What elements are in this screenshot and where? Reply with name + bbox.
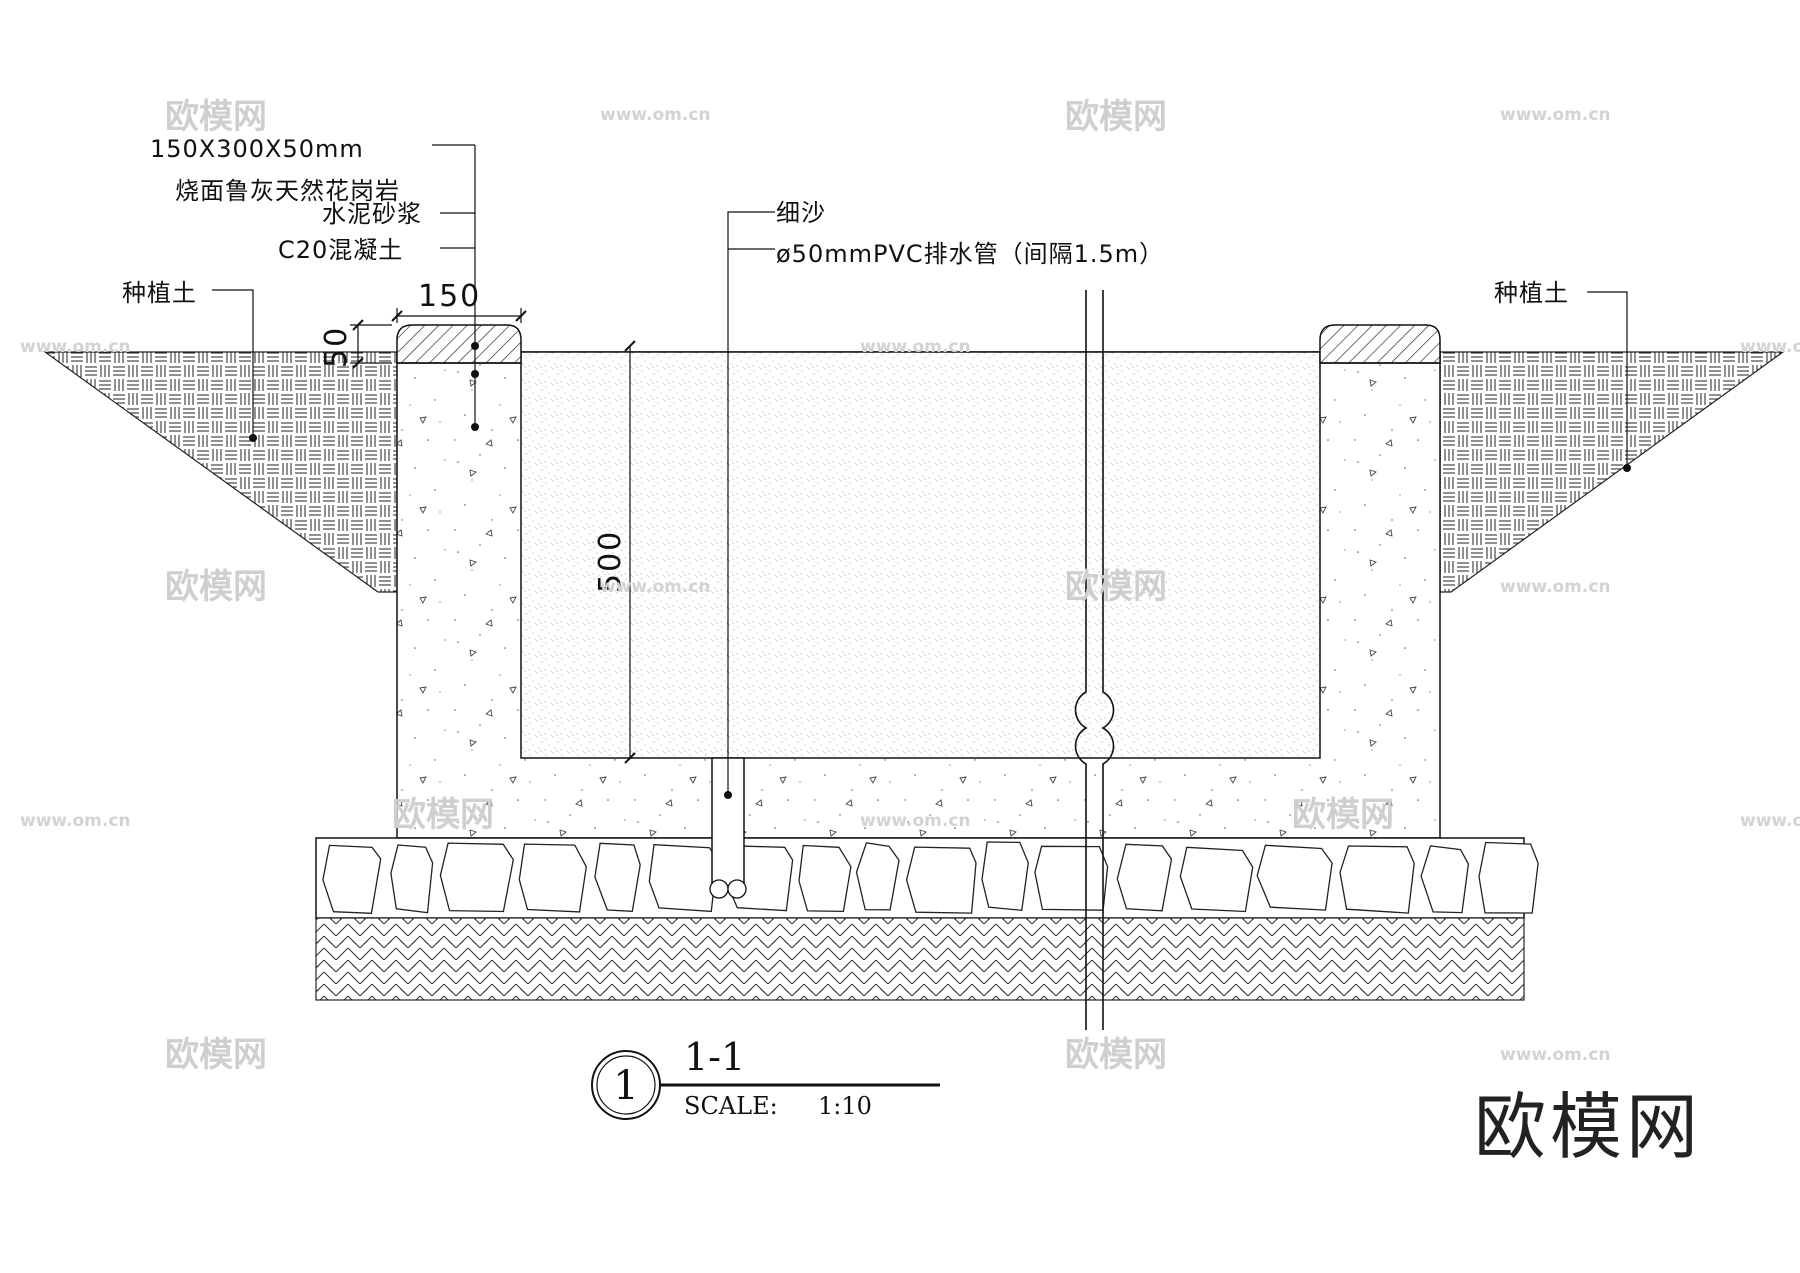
dim-curb-width: 150 bbox=[418, 279, 481, 314]
material-leaders-left bbox=[212, 144, 476, 438]
watermark-brand: 欧模网 bbox=[1292, 795, 1394, 835]
watermark-url: www.om.cn bbox=[1500, 1045, 1611, 1065]
title-section: 1-1 bbox=[684, 1035, 745, 1079]
curb-stone-left bbox=[396, 324, 522, 364]
break-line bbox=[1074, 290, 1115, 1030]
leader-sand-pipe bbox=[727, 211, 775, 795]
dim-sand-depth: 500 bbox=[593, 530, 628, 593]
label-planting-soil-right: 种植土 bbox=[1494, 279, 1569, 307]
title-number: 1 bbox=[613, 1063, 638, 1109]
title-block bbox=[591, 1050, 940, 1120]
pvc-drain-pipe bbox=[709, 757, 747, 899]
watermark-url: www.om.cn bbox=[20, 337, 131, 357]
watermark-url: www.om.cn bbox=[1500, 577, 1611, 597]
watermark-url: www.om.cn bbox=[600, 577, 711, 597]
label-concrete: C20混凝土 bbox=[278, 236, 403, 264]
watermark-brand: 欧模网 bbox=[165, 97, 267, 137]
brand-logo: 欧模网 bbox=[1474, 1085, 1702, 1169]
watermark-brand: 欧模网 bbox=[1065, 1035, 1167, 1075]
watermark-url: www.om.cn bbox=[20, 811, 131, 831]
watermark-url: www.om.cn bbox=[1500, 105, 1611, 125]
label-drain-pipe: ø50mmPVC排水管（间隔1.5m） bbox=[776, 240, 1164, 268]
dimension-lines bbox=[350, 308, 636, 764]
watermark-brand: 欧模网 bbox=[1065, 97, 1167, 137]
label-fine-sand: 细沙 bbox=[776, 199, 826, 227]
watermark-brand: 欧模网 bbox=[392, 795, 494, 835]
dim-curb-height: 50 bbox=[319, 326, 354, 368]
watermark-url: www.om.cn bbox=[860, 811, 971, 831]
watermark-url: www.om.cn bbox=[1740, 811, 1800, 831]
compacted-subgrade bbox=[315, 917, 1525, 1001]
planting-soil-left bbox=[43, 351, 398, 593]
label-stone-size: 150X300X50mm bbox=[150, 135, 364, 163]
watermark-brand: 欧模网 bbox=[1065, 567, 1167, 607]
label-mortar: 水泥砂浆 bbox=[322, 200, 422, 228]
fine-sand-fill bbox=[520, 351, 1321, 759]
planting-soil-right bbox=[1439, 351, 1785, 593]
watermark-brand: 欧模网 bbox=[165, 1035, 267, 1075]
leader-dots bbox=[249, 342, 1631, 472]
watermark-brand: 欧模网 bbox=[165, 567, 267, 607]
curb-stone-right bbox=[1319, 324, 1441, 364]
title-scale-label: SCALE: bbox=[684, 1092, 778, 1120]
watermark-url: www.om.cn bbox=[860, 337, 971, 357]
title-scale-value: 1:10 bbox=[818, 1092, 872, 1120]
label-planting-soil-left: 种植土 bbox=[122, 279, 197, 307]
watermark-url: www.om.cn bbox=[600, 105, 711, 125]
rubble-stone-layer bbox=[315, 837, 1539, 919]
label-stone-material: 烧面鲁灰天然花岗岩 bbox=[175, 177, 400, 205]
leader-right bbox=[1587, 291, 1628, 468]
watermark-url: www.om.cn bbox=[1740, 337, 1800, 357]
